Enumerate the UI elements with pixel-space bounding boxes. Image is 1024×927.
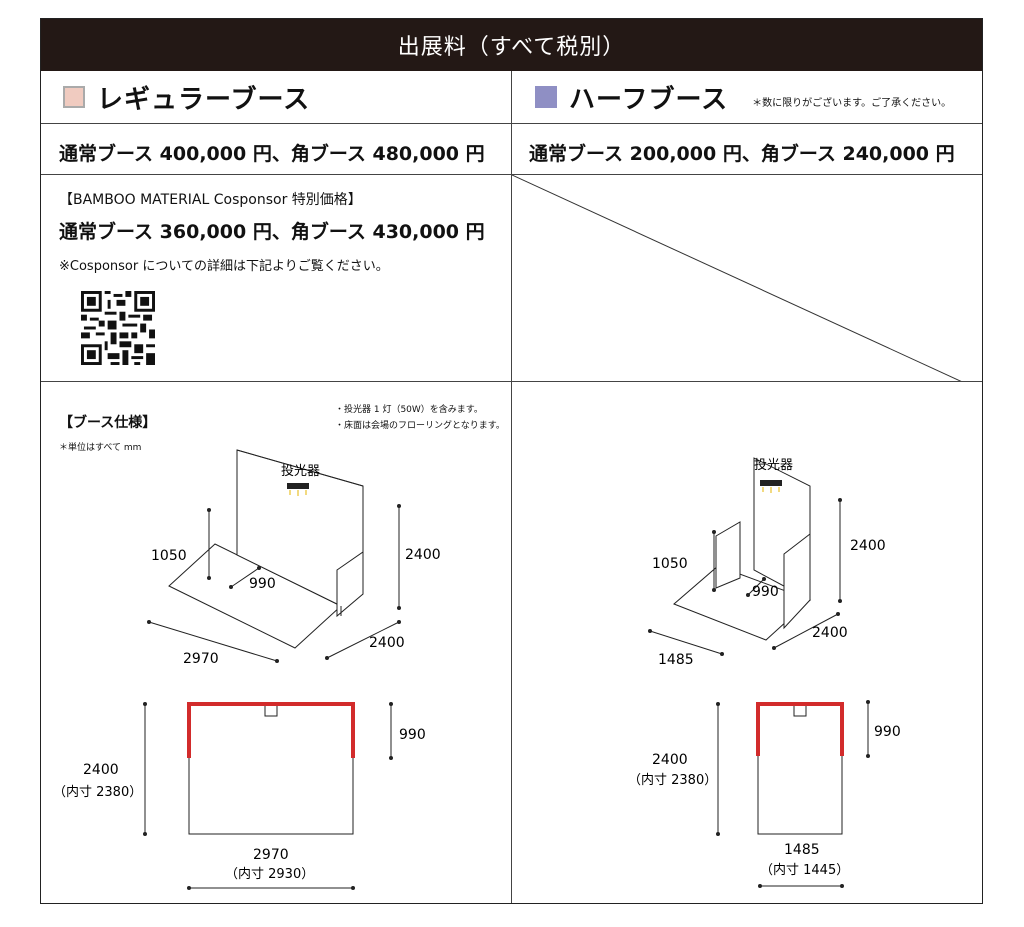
regular-booth-title: レギュラーブース xyxy=(63,71,310,123)
plan-height-inner-label: （内寸 2380） xyxy=(53,784,142,800)
side-wall-height-label: 1050 xyxy=(151,548,187,564)
plan-wall-red xyxy=(756,702,844,756)
wall-height-label: 2400 xyxy=(405,547,441,563)
plan-wall-red xyxy=(187,702,355,758)
plan-height-label: 2400 xyxy=(652,752,688,768)
floodlight-label: 投光器 xyxy=(281,463,320,479)
half-price: 通常ブース 200,000 円、角ブース 240,000 円 xyxy=(529,143,955,165)
half-booth-diagram: 投光器 1050 990 2400 1485 2400 2400 （内寸 238… xyxy=(628,457,901,888)
plan-depth-label: 990 xyxy=(874,724,901,740)
floodlight-label: 投光器 xyxy=(754,457,793,473)
plan-width-inner-label: （内寸 1445） xyxy=(760,862,849,878)
spec-note-floor: ・床面は会場のフローリングとなります。 xyxy=(335,421,505,431)
side-wall-height-label: 1050 xyxy=(652,556,688,572)
half-swatch xyxy=(535,86,557,108)
plan-width-label: 2970 xyxy=(253,847,289,863)
plan-height-label: 2400 xyxy=(83,762,119,778)
regular-swatch xyxy=(63,86,85,108)
booth-width-label: 1485 xyxy=(658,652,694,668)
spec-note-light: ・投光器 1 灯（50W）を含みます。 xyxy=(335,405,483,415)
spec-heading: 【ブース仕様】 xyxy=(59,415,157,431)
header-title: 出展料（すべて税別） xyxy=(397,35,626,60)
regular-booth-diagram: 投光器 1050 990 2400 2970 2400 2400 （内寸 238… xyxy=(53,449,441,890)
table-header: 出展料（すべて税別） xyxy=(41,19,982,71)
booth-depth-label: 2400 xyxy=(812,625,848,641)
cosponsor-heading: 【BAMBOO MATERIAL Cosponsor 特別価格】 xyxy=(59,192,362,208)
empty-cell-diagonal xyxy=(512,175,962,381)
floodlight-icon xyxy=(760,480,782,486)
regular-title-text: レギュラーブース xyxy=(97,84,311,115)
plan-height-inner-label: （内寸 2380） xyxy=(628,772,717,788)
cosponsor-qr-code[interactable] xyxy=(81,291,155,365)
cosponsor-note: ※Cosponsor についての詳細は下記よりご覧ください。 xyxy=(59,259,389,274)
inner-depth-label: 990 xyxy=(752,584,779,600)
plan-width-label: 1485 xyxy=(784,842,820,858)
half-title-text: ハーフブース xyxy=(569,84,729,115)
plan-depth-label: 990 xyxy=(399,727,426,743)
floodlight-icon xyxy=(287,483,309,489)
wall-height-label: 2400 xyxy=(850,538,886,554)
half-note: ＊数に限りがございます。ご了承ください。 xyxy=(752,97,952,109)
unit-note: ＊単位はすべて mm xyxy=(59,443,142,453)
half-booth-title: ハーフブース ＊数に限りがございます。ご了承ください。 xyxy=(535,71,951,123)
plan-width-inner-label: （内寸 2930） xyxy=(225,866,314,882)
booth-depth-label: 2400 xyxy=(369,635,405,651)
price-table: 出展料（すべて税別） レギュラーブース ハーフブース ＊数に限りがございます。ご… xyxy=(40,18,983,904)
column-divider xyxy=(511,71,512,903)
regular-price: 通常ブース 400,000 円、角ブース 480,000 円 xyxy=(59,143,485,165)
inner-depth-label: 990 xyxy=(249,576,276,592)
cosponsor-price: 通常ブース 360,000 円、角ブース 430,000 円 xyxy=(59,221,485,243)
booth-width-label: 2970 xyxy=(183,651,219,667)
